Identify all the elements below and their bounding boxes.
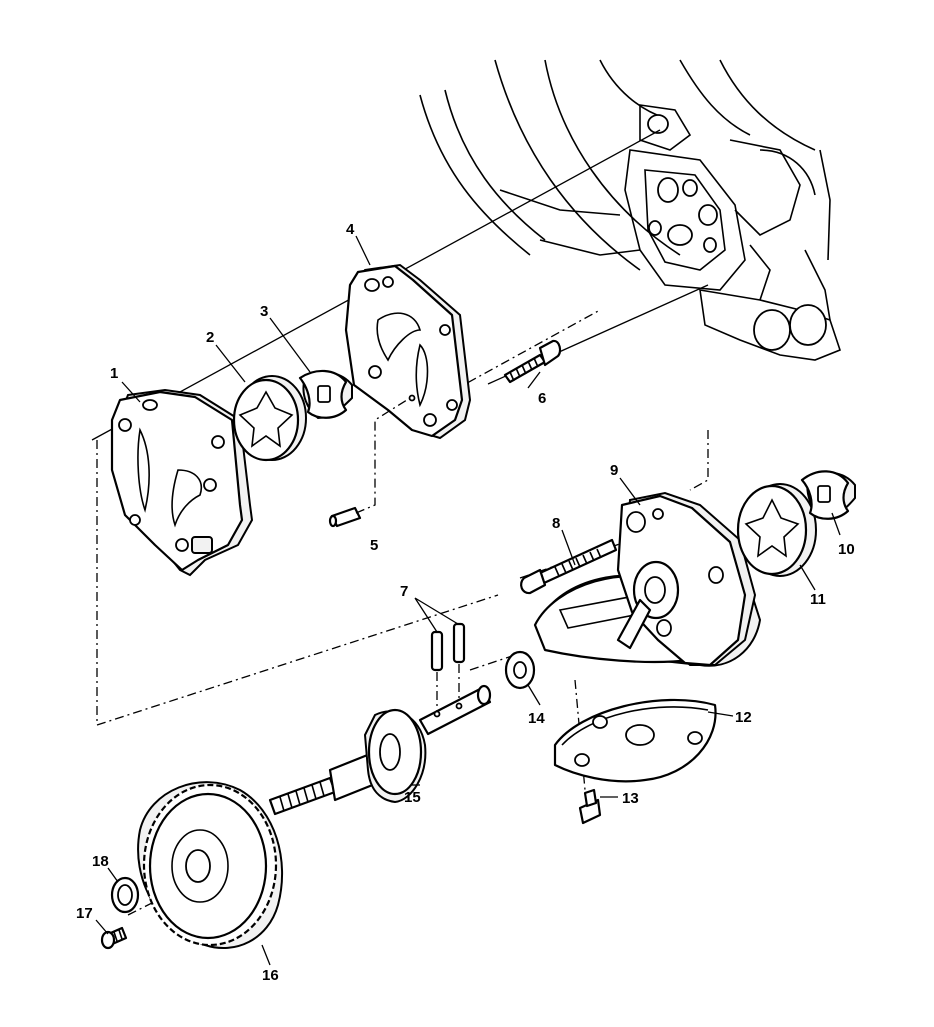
callout-4: 4 bbox=[346, 221, 355, 238]
callout-leaders bbox=[95, 235, 841, 966]
callout-1: 1 bbox=[110, 365, 118, 382]
washer-part-14 bbox=[504, 650, 536, 690]
pins-part-7 bbox=[414, 597, 466, 712]
dowel-pin-part-5 bbox=[328, 397, 411, 528]
bolt-part-17 bbox=[100, 926, 128, 950]
pump-housing-part-9 bbox=[533, 491, 762, 667]
outer-rotor-part-2 bbox=[232, 375, 307, 462]
washer-part-18 bbox=[110, 876, 140, 914]
callout-15: 15 bbox=[404, 789, 421, 806]
callout-10: 10 bbox=[838, 541, 855, 558]
pump-shaft-part-15 bbox=[268, 684, 492, 816]
callout-13: 13 bbox=[622, 790, 639, 807]
screw-part-13 bbox=[578, 788, 602, 825]
callout-labels: 1 2 3 4 5 6 7 8 9 10 11 12 13 14 15 16 1… bbox=[76, 221, 855, 984]
screw-part-6 bbox=[503, 339, 562, 384]
pump-plate-part-4 bbox=[344, 263, 472, 440]
callout-18: 18 bbox=[92, 853, 109, 870]
crankcase-housing bbox=[419, 59, 841, 361]
callout-2: 2 bbox=[206, 329, 214, 346]
callout-17: 17 bbox=[76, 905, 93, 922]
pump-body-part-1 bbox=[110, 388, 254, 577]
callout-5: 5 bbox=[370, 537, 378, 554]
callout-7: 7 bbox=[400, 583, 408, 600]
callout-16: 16 bbox=[262, 967, 279, 984]
callout-3: 3 bbox=[260, 303, 268, 320]
inner-rotor-part-10 bbox=[800, 470, 856, 520]
cover-plate-part-12 bbox=[553, 698, 717, 783]
callout-6: 6 bbox=[538, 390, 546, 407]
inner-rotor-part-3 bbox=[298, 369, 353, 420]
drive-gear-part-16 bbox=[137, 781, 284, 950]
bolt-part-8 bbox=[520, 538, 618, 595]
callout-9: 9 bbox=[610, 462, 618, 479]
callout-8: 8 bbox=[552, 515, 560, 532]
callout-12: 12 bbox=[735, 709, 752, 726]
callout-14: 14 bbox=[528, 710, 545, 727]
outer-rotor-part-11 bbox=[736, 483, 817, 577]
callout-11: 11 bbox=[810, 591, 826, 608]
